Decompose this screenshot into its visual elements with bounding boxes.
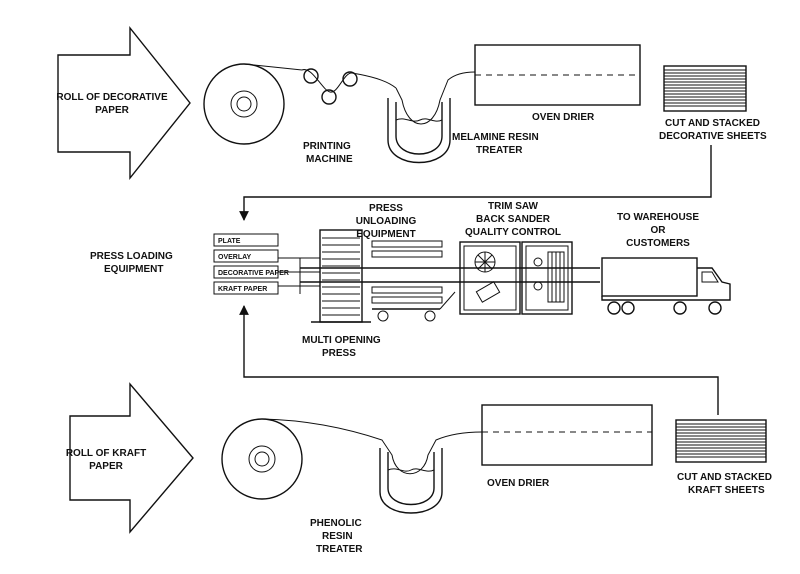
oven-drier-top: OVEN DRIER [474,44,641,123]
warehouse-label-2: OR [651,225,667,236]
conveyor-line [300,267,600,283]
cut-stacked-kraft-label-1: CUT AND STACKED [677,472,772,483]
oven-drier-top-label: OVEN DRIER [532,112,595,123]
layer-decorative-paper-label: DECORATIVE PAPER [218,270,289,277]
press-loading-label-2: EQUIPMENT [104,264,163,275]
oven-drier-bottom-label: OVEN DRIER [487,478,550,489]
cut-stacked-decorative-label-1: CUT AND STACKED [665,118,760,129]
roll-decorative-label-2: PAPER [95,105,129,116]
cut-stacked-kraft-label-2: KRAFT SHEETS [688,485,765,496]
phenolic-resin-treater: PHENOLIC RESIN TREATER [310,448,443,555]
printing-machine-label-1: PRINTING [303,141,351,152]
layer-overlay-label: OVERLAY [218,254,252,261]
press-unloading-label-3: EQUIPMENT [356,229,415,240]
trim-saw-station: TRIM SAW BACK SANDER QUALITY CONTROL [459,201,573,315]
multi-opening-label-2: PRESS [322,348,356,359]
kraft-paper-roll [221,418,483,500]
bottom-feed-arrow [239,305,719,415]
top-feed-arrow [239,145,712,221]
melamine-resin-treater: MELAMINE RESIN TREATER [387,71,539,164]
layer-kraft-paper-label: KRAFT PAPER [218,286,267,293]
melamine-treater-label-2: TREATER [476,145,523,156]
delivery-truck: TO WAREHOUSE OR CUSTOMERS [601,212,731,315]
decorative-paper-input-arrow: ROLL OF DECORATIVE PAPER [56,26,191,180]
press-unloading-equipment: PRESS UNLOADING EQUIPMENT [356,203,456,322]
press-loading-label: PRESS LOADING EQUIPMENT [90,251,173,275]
multi-opening-press: MULTI OPENING PRESS [302,229,381,359]
press-loading-label-1: PRESS LOADING [90,251,173,262]
printing-machine-label-2: MACHINE [306,154,353,165]
multi-opening-label-1: MULTI OPENING [302,335,381,346]
roll-decorative-label-1: ROLL OF DECORATIVE [56,92,168,103]
phenolic-treater-label-3: TREATER [316,544,363,555]
decorative-paper-roll [203,63,303,145]
phenolic-treater-label-2: RESIN [322,531,353,542]
printing-machine-rollers: PRINTING MACHINE [301,68,397,165]
phenolic-treater-label-1: PHENOLIC [310,518,362,529]
melamine-treater-label-1: MELAMINE RESIN [452,132,539,143]
roll-kraft-label-1: ROLL OF KRAFT [66,448,146,459]
trim-saw-label-3: QUALITY CONTROL [465,227,561,238]
kraft-paper-input-arrow: ROLL OF KRAFT PAPER [66,382,194,534]
trim-saw-label-1: TRIM SAW [488,201,539,212]
press-loading-equipment: PLATE OVERLAY DECORATIVE PAPER KRAFT PAP… [213,233,320,295]
press-unloading-label-1: PRESS [369,203,403,214]
kraft-sheet-stack: CUT AND STACKED KRAFT SHEETS [675,419,772,496]
layer-plate-label: PLATE [218,238,241,245]
decorative-sheet-stack: CUT AND STACKED DECORATIVE SHEETS [659,65,767,142]
cut-stacked-decorative-label-2: DECORATIVE SHEETS [659,131,767,142]
oven-drier-bottom: OVEN DRIER [481,404,653,489]
warehouse-label-3: CUSTOMERS [626,238,690,249]
warehouse-label-1: TO WAREHOUSE [617,212,699,223]
roll-kraft-label-2: PAPER [89,461,123,472]
trim-saw-label-2: BACK SANDER [476,214,551,225]
press-unloading-label-2: UNLOADING [356,216,417,227]
